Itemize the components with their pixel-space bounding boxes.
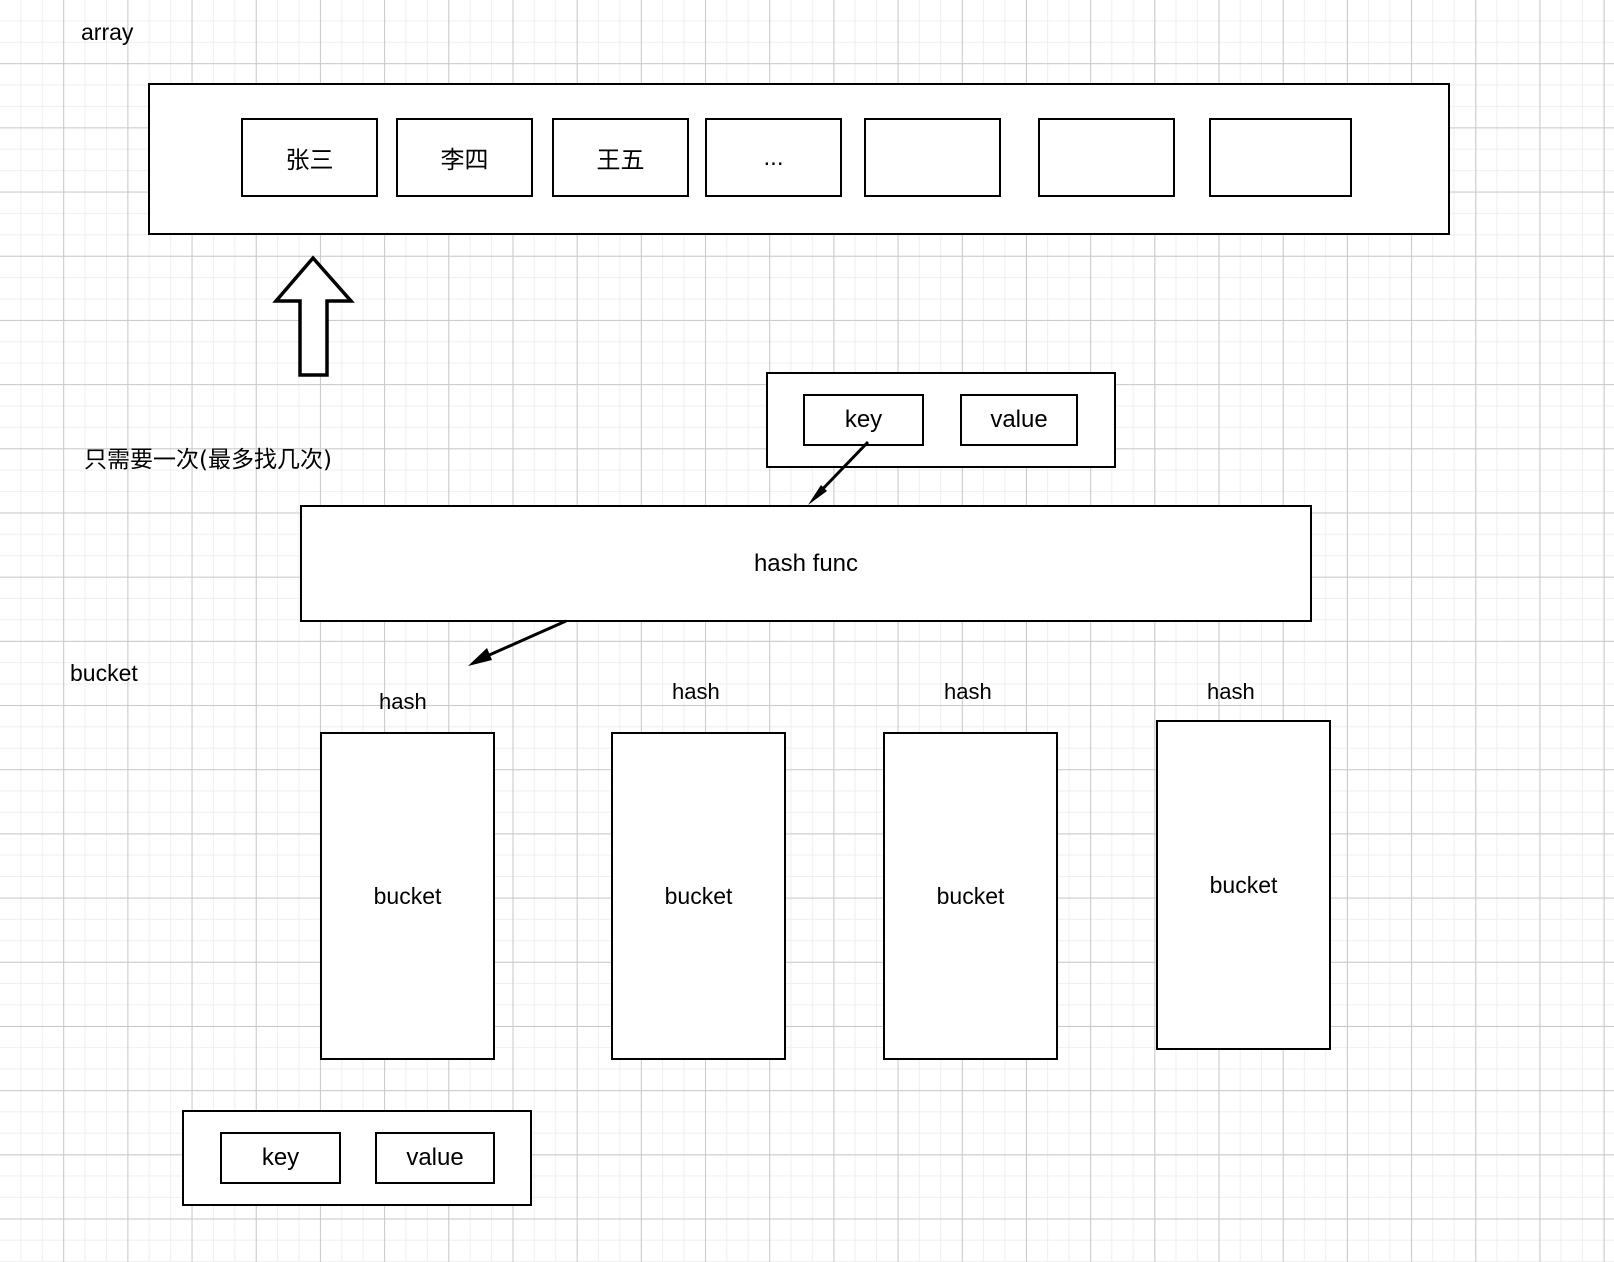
kv-top-value-label: value (990, 406, 1048, 433)
kv-bottom-key-label: key (261, 1144, 300, 1171)
hash-label-3: hash (1207, 679, 1255, 704)
bucket-box-3[interactable]: bucket (1156, 720, 1331, 1050)
hash-func-box[interactable]: hash func (300, 505, 1312, 622)
bucket-label-2: bucket (936, 882, 1005, 909)
kv-bottom-value-box[interactable]: value (375, 1132, 495, 1184)
kv-bottom-value-label: value (406, 1144, 464, 1171)
array-up-arrow-icon (272, 255, 355, 377)
array-cell-6[interactable] (1209, 118, 1352, 197)
bucket-side-label: bucket (70, 660, 138, 686)
array-cell-2-text: 王五 (596, 146, 645, 174)
hash-func-label: hash func (753, 549, 859, 577)
hash-label-1: hash (672, 679, 720, 704)
bucket-box-1[interactable]: bucket (611, 732, 786, 1060)
array-cell-2[interactable]: 王五 (552, 118, 689, 197)
kv-bottom-key-box[interactable]: key (220, 1132, 341, 1184)
lookup-note-label: 只需要一次(最多找几次) (84, 447, 332, 473)
array-cell-0[interactable]: 张三 (241, 118, 378, 197)
array-cell-1[interactable]: 李四 (396, 118, 533, 197)
array-cell-5[interactable] (1038, 118, 1175, 197)
array-cell-1-text: 李四 (440, 146, 489, 174)
bucket-box-2[interactable]: bucket (883, 732, 1058, 1060)
bucket-label-3: bucket (1209, 871, 1278, 898)
array-cell-3-text: ... (763, 143, 784, 171)
kv-top-key-label: key (844, 406, 883, 433)
array-cell-0-text: 张三 (285, 146, 334, 174)
array-cell-4[interactable] (864, 118, 1001, 197)
bucket-box-0[interactable]: bucket (320, 732, 495, 1060)
array-cell-3[interactable]: ... (705, 118, 842, 197)
kv-top-key-box[interactable]: key (803, 394, 924, 446)
hash-label-0: hash (379, 689, 427, 714)
hash-label-2: hash (944, 679, 992, 704)
hashfunc-to-bucket-arrow-icon (468, 619, 567, 666)
array-label: array (81, 19, 134, 45)
kv-top-value-box[interactable]: value (960, 394, 1078, 446)
bucket-label-0: bucket (373, 882, 442, 909)
bucket-label-1: bucket (664, 882, 733, 909)
